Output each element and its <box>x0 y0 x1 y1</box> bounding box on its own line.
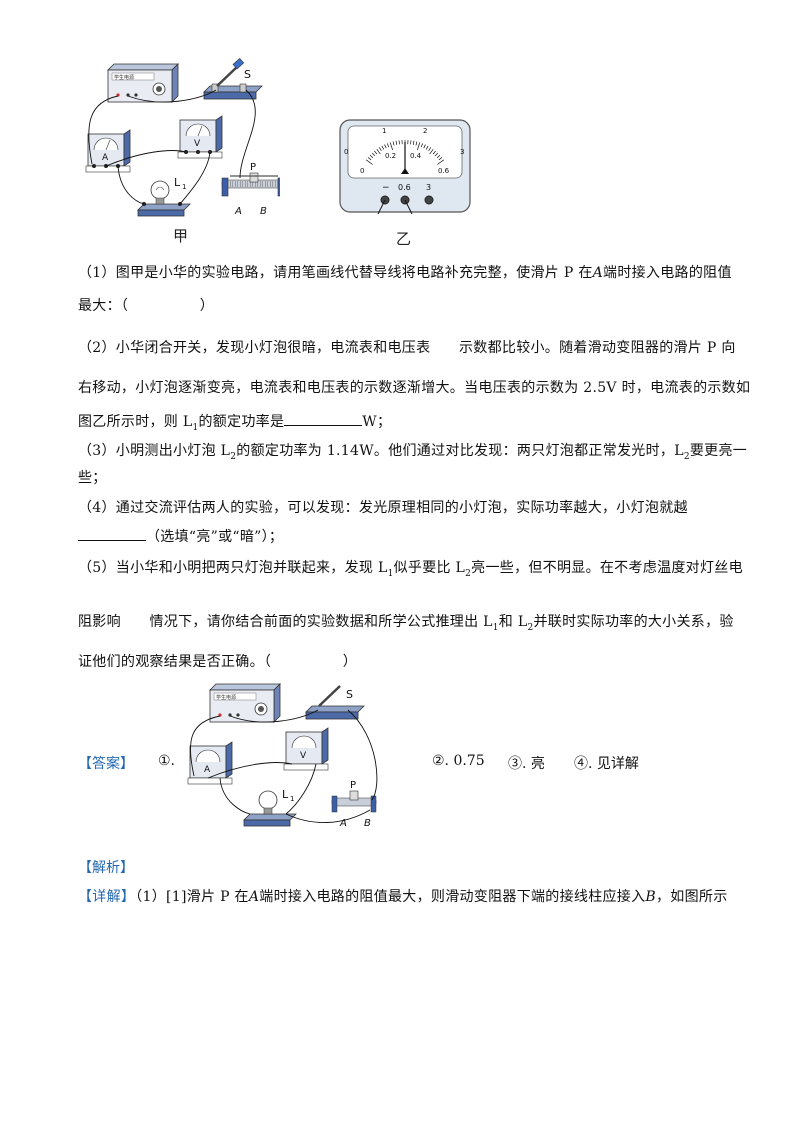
svg-text:L: L <box>282 788 289 801</box>
circuit-figure-a: 学生电源 S A V <box>85 58 280 217</box>
caption-left: 甲 <box>173 227 189 245</box>
wires <box>88 89 256 205</box>
answer-tag: 【答案】 <box>78 756 134 772</box>
dial-tick <box>378 147 382 152</box>
answer-1: ①. <box>158 753 176 769</box>
answer-2: ②. 0.75 <box>432 753 485 769</box>
dial-tick <box>374 150 378 155</box>
dial-tick <box>432 150 436 155</box>
switch: S <box>203 58 263 100</box>
q1-line1: （1）图甲是小华的实验电路，请用笔画线代替导线将电路补充完整，使滑片 P 在A端… <box>78 265 732 281</box>
dial-tick <box>367 157 372 161</box>
voltmeter-letter: V <box>194 139 201 149</box>
dial-tick <box>392 141 395 146</box>
analysis-tag: 【解析】 <box>78 860 134 876</box>
dial-tick <box>389 142 393 151</box>
q1-line2: 最大：（ ） <box>78 298 214 314</box>
small-tick-2: 0.4 <box>410 152 422 160</box>
terminal-a-label: A <box>234 206 242 217</box>
rheostat: P A B <box>221 162 280 217</box>
dial-tick <box>371 152 376 157</box>
dial-tick <box>384 144 387 149</box>
q4-line1: （4）通过交流评估两人的实验，可以发现：发光原理相同的小灯泡，实际功率越大，小灯… <box>78 500 688 516</box>
q4-answer-blank[interactable] <box>78 528 146 541</box>
big-tick-1: 1 <box>382 127 386 135</box>
dial-tick <box>415 141 418 146</box>
analysis-detail: 【详解】（1）[1]滑片 P 在A端时接入电路的阻值最大，则滑动变阻器下端的接线… <box>78 889 728 905</box>
dial-tick <box>381 145 385 150</box>
q2-answer-blank[interactable] <box>284 413 363 426</box>
dial-tick <box>425 145 429 150</box>
answer-3: ③. 亮 <box>508 756 545 772</box>
dial-tick <box>428 147 432 152</box>
dial-tick <box>429 148 434 155</box>
ammeter-letter: A <box>102 153 109 163</box>
dial-tick <box>398 140 400 145</box>
voltmeter: V <box>177 115 223 159</box>
dial-tick <box>420 143 423 148</box>
terminal-3: 3 <box>426 183 431 192</box>
bulb-label: L <box>174 176 181 189</box>
ammeter-dial-figure: 0 1 2 3 0 0.2 0.4 0.6 − 0.6 3 <box>339 119 471 214</box>
dial-tick <box>412 140 415 145</box>
switch-label: S <box>244 68 251 81</box>
dial-tick <box>437 159 445 165</box>
svg-text:A: A <box>204 765 211 775</box>
dial-tick <box>376 148 381 155</box>
answer-4: ④. 见详解 <box>574 756 639 772</box>
ammeter: A <box>85 129 131 173</box>
terminal-b-label: B <box>260 206 267 217</box>
svg-text:学生电源: 学生电源 <box>216 694 236 701</box>
svg-text:B: B <box>364 818 371 829</box>
dial-ticks <box>365 140 445 165</box>
svg-text:A: A <box>339 818 347 829</box>
big-tick-3: 3 <box>460 148 464 156</box>
terminal-minus: − <box>382 183 390 193</box>
caption-right: 乙 <box>396 230 412 248</box>
terminal-06: 0.6 <box>398 183 411 192</box>
dial-tick <box>410 140 412 145</box>
dial-tick <box>436 154 441 159</box>
q4-line2: （选填“亮”或“暗”）； <box>78 526 283 546</box>
dial-tick <box>438 157 443 161</box>
q3-line2: 些； <box>78 470 107 486</box>
svg-text:V: V <box>300 751 307 761</box>
slider-label: P <box>250 162 256 173</box>
dial-tick <box>369 154 374 159</box>
dial-tick <box>365 159 373 165</box>
dial-tick <box>387 143 390 148</box>
power-supply-label: 学生电源 <box>114 74 134 81</box>
q2-line2: 右移动，小灯泡逐渐变亮，电流表和电压表的示数逐渐增大。当电压表的示数为 2.5V… <box>78 380 751 396</box>
q3-line1: （3）小明测出小灯泡 L2的额定功率为 1.14W。他们通过对比发现：两只灯泡都… <box>78 443 748 462</box>
small-tick-3: 0.6 <box>438 167 450 175</box>
q5-line1: （5）当小华和小明把两只灯泡并联起来，发现 L1似乎要比 L2亮一些，但不明显。… <box>78 560 743 579</box>
dial-tick <box>423 144 426 149</box>
big-tick-0: 0 <box>344 148 348 156</box>
power-supply: 学生电源 <box>107 63 179 103</box>
q5-line3: 证他们的观察结果是否正确。（ ） <box>78 654 357 670</box>
svg-text:S: S <box>346 688 353 701</box>
big-tick-2: 2 <box>423 127 427 135</box>
q2-line1: （2）小华闭合开关，发现小灯泡很暗，电流表和电压表 示数都比较小。随着滑动变阻器… <box>78 340 736 356</box>
circuit-figure-answer: 学生电源 S A V L 1 P A B <box>187 683 378 829</box>
svg-text:1: 1 <box>290 795 294 803</box>
bulb-subscript: 1 <box>182 183 186 191</box>
dial-tick <box>434 152 439 157</box>
dial-tick <box>417 142 421 151</box>
small-tick-1: 0.2 <box>385 152 396 160</box>
bulb: L 1 <box>137 176 191 217</box>
q5-line2: 阻影响 情况下，请你结合前面的实验数据和所学公式推理出 L1和 L2并联时实际功… <box>78 614 734 633</box>
svg-text:P: P <box>350 780 356 791</box>
small-tick-0: 0 <box>360 167 364 175</box>
dial-tick <box>395 140 398 145</box>
